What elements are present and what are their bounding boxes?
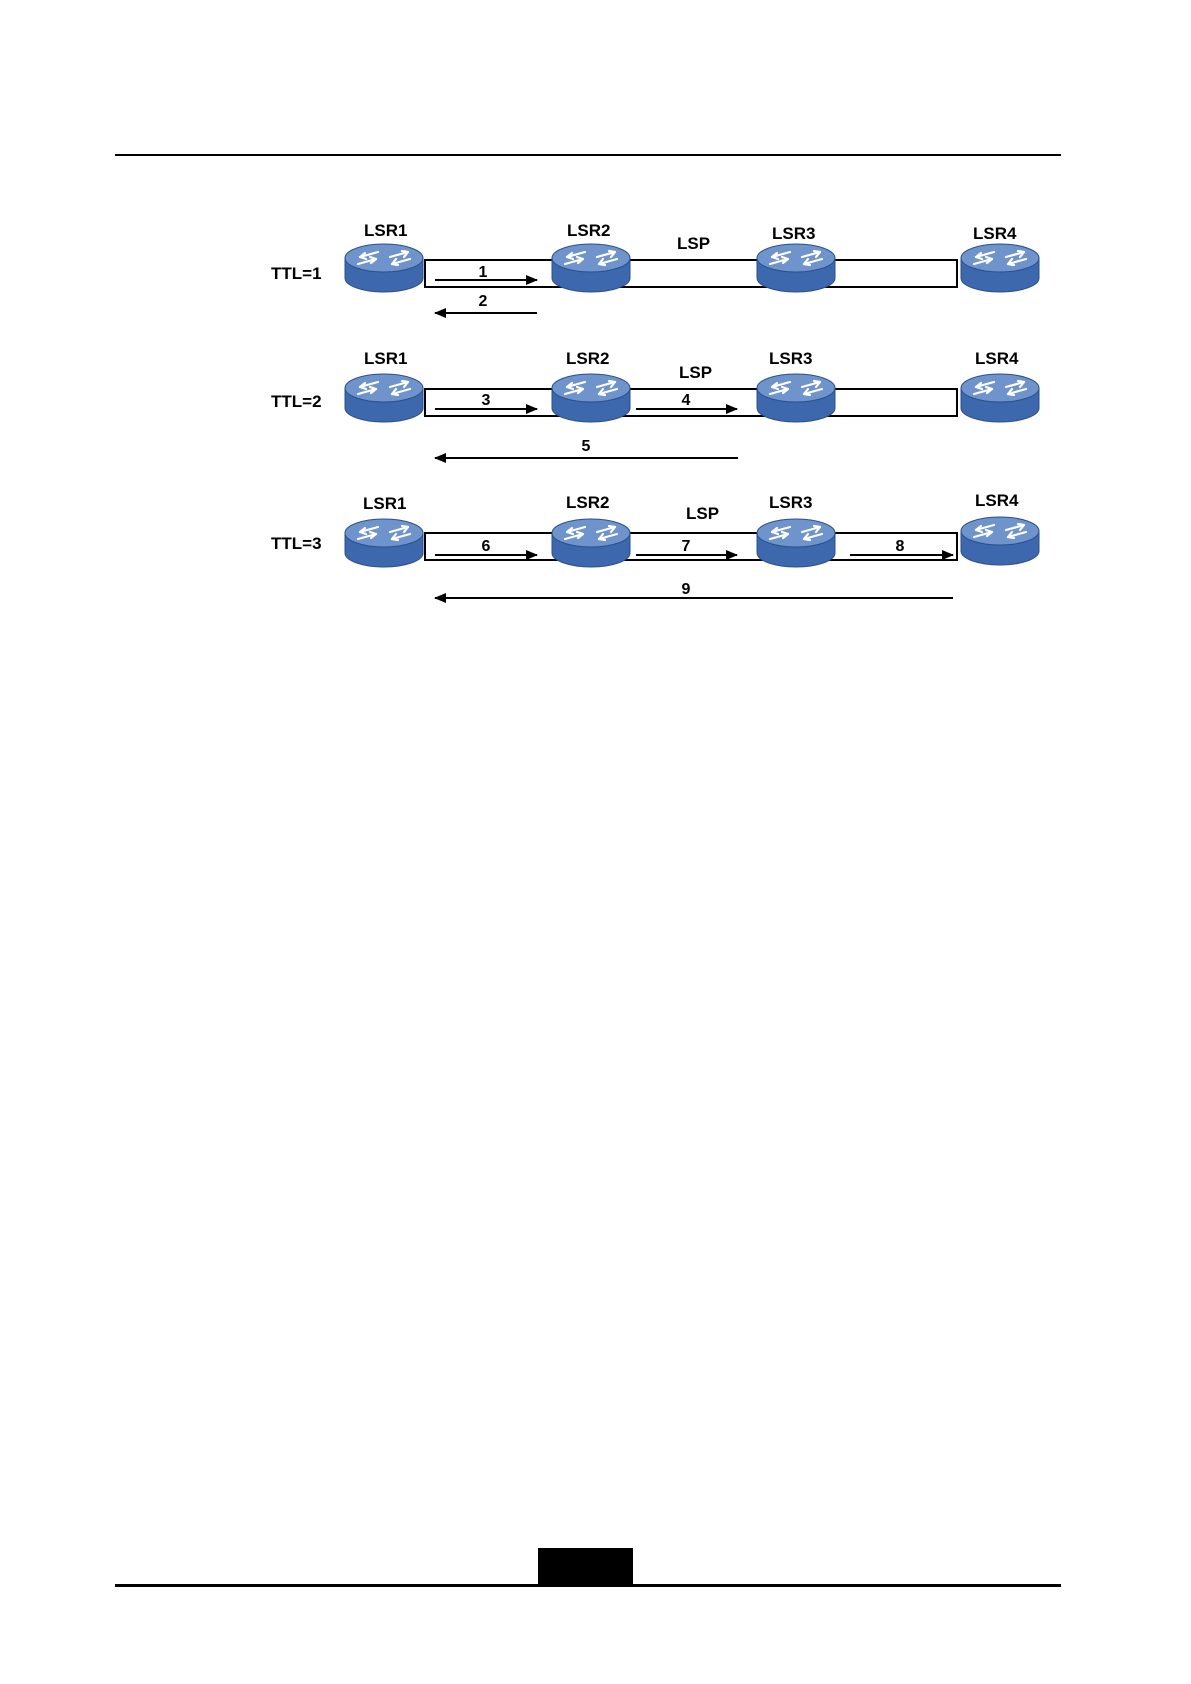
arrow-label: 3: [482, 392, 491, 409]
router-label-lsr1: LSR1: [363, 494, 406, 513]
arrow-label: 8: [896, 538, 905, 555]
router-icon: [552, 519, 630, 567]
router-label-lsr2: LSR2: [566, 349, 609, 368]
arrow-label: 5: [582, 438, 591, 455]
router-icon: [961, 517, 1039, 565]
router-label-lsr1: LSR1: [364, 349, 407, 368]
arrow-label: 1: [479, 264, 488, 281]
router-icon: [757, 519, 835, 567]
arrow-label: 7: [682, 538, 691, 555]
ttl-label: TTL=2: [271, 392, 322, 411]
lsp-label: LSP: [677, 234, 710, 253]
router-icon: [345, 374, 423, 422]
router-label-lsr4: LSR4: [975, 491, 1019, 510]
ttl-label: TTL=1: [271, 264, 322, 283]
ttl-label: TTL=3: [271, 534, 322, 553]
router-label-lsr4: LSR4: [975, 349, 1019, 368]
ttl-row-3: TTL=3 LSR1 LSR2 LSR3 LSR4 LSP 6 7 8 9: [271, 491, 1039, 598]
router-icon: [757, 374, 835, 422]
router-label-lsr3: LSR3: [772, 224, 815, 243]
page-number-tab: [538, 1548, 633, 1585]
router-label-lsr2: LSR2: [566, 493, 609, 512]
lsp-label: LSP: [679, 363, 712, 382]
router-label-lsr2: LSR2: [567, 221, 610, 240]
router-icon: [552, 374, 630, 422]
lsp-tunnel: [425, 389, 957, 416]
arrow-label: 6: [482, 538, 491, 555]
router-icon: [757, 244, 835, 292]
router-icon: [552, 244, 630, 292]
router-label-lsr4: LSR4: [973, 224, 1017, 243]
router-icon: [345, 244, 423, 292]
footer-rule: [115, 1584, 1061, 1587]
router-icon: [961, 374, 1039, 422]
ttl-row-2: TTL=2 LSR1 LSR2 LSR3 LSR4 LSP 3 4 5: [271, 349, 1039, 458]
arrow-label: 9: [682, 581, 691, 598]
router-label-lsr3: LSR3: [769, 493, 812, 512]
arrow-label: 2: [479, 293, 488, 310]
router-icon: [961, 244, 1039, 292]
router-icon: [345, 519, 423, 567]
ttl-row-1: TTL=1 LSR1 LSR2 LSR3 LSR4 LSP 1 2: [271, 221, 1039, 313]
lsp-tunnel: [425, 260, 957, 287]
router-label-lsr1: LSR1: [364, 221, 407, 240]
router-label-lsr3: LSR3: [769, 349, 812, 368]
arrow-label: 4: [682, 392, 691, 409]
lsp-label: LSP: [686, 504, 719, 523]
